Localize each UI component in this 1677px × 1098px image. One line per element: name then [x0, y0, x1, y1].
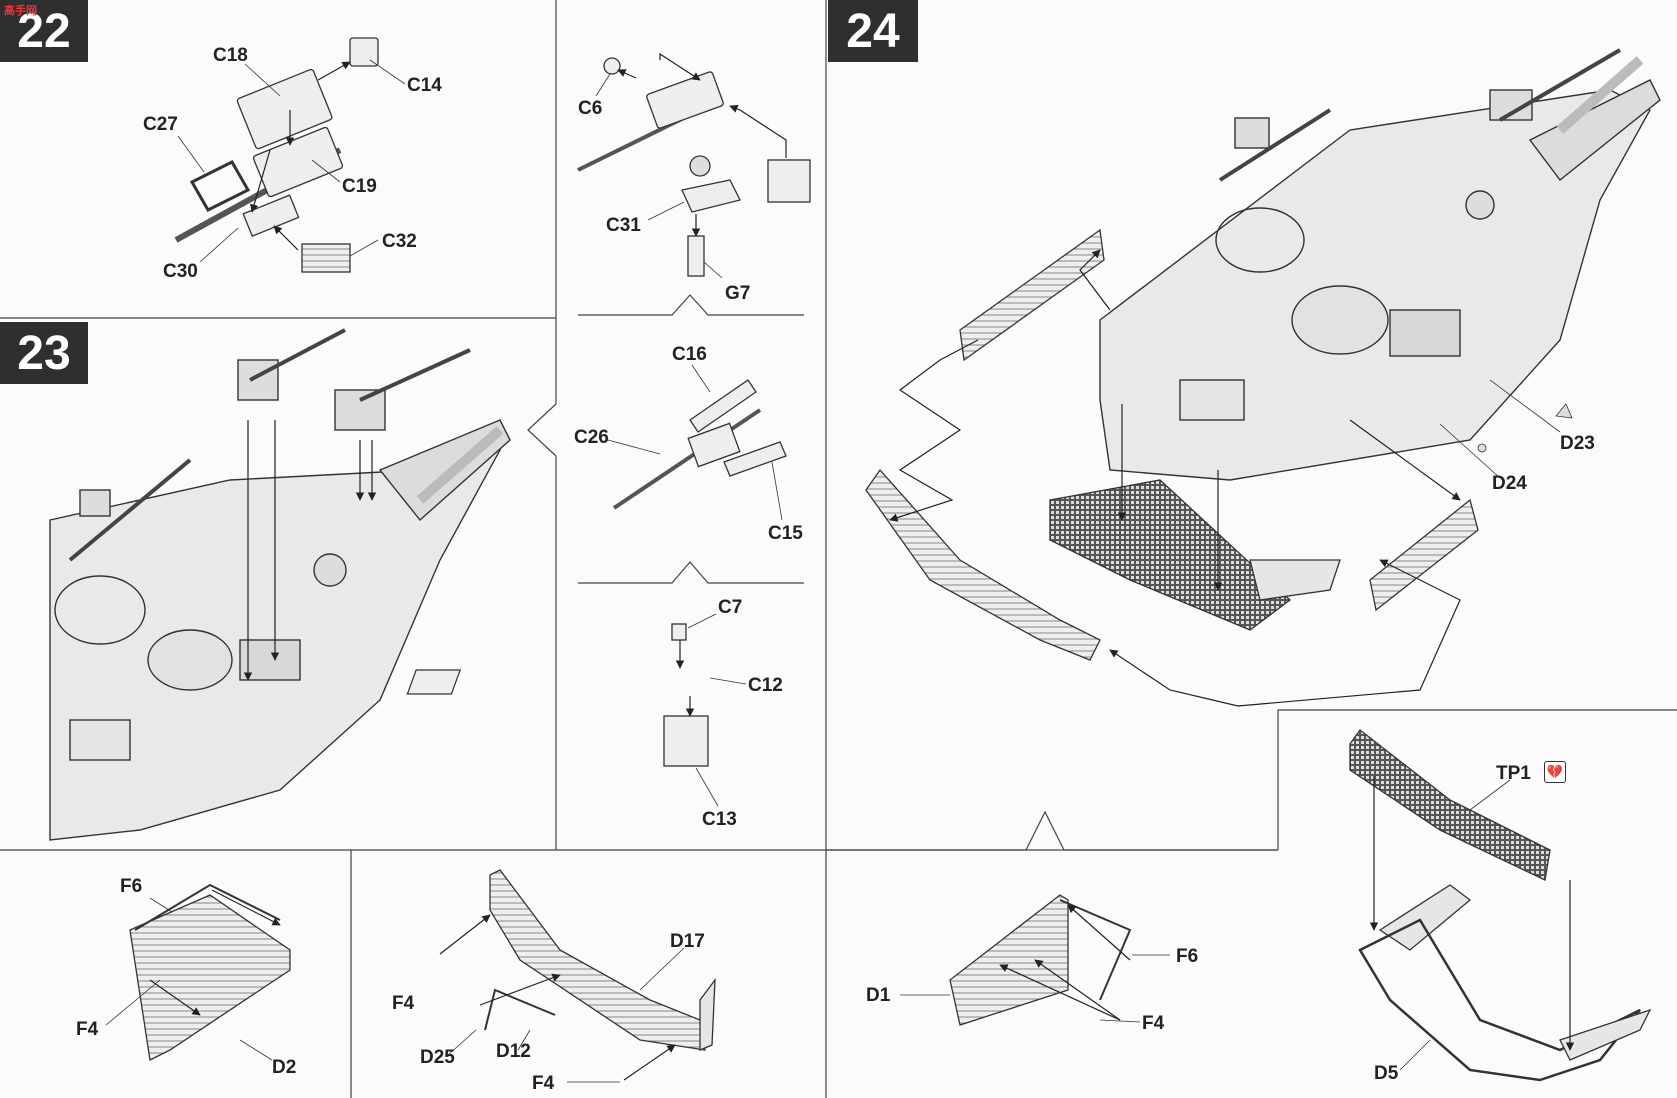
label-d17: D17 [670, 931, 705, 952]
part-c15 [723, 441, 787, 477]
label-d24: D24 [1492, 473, 1527, 494]
label-f6-b: F6 [1176, 946, 1199, 967]
label-d25: D25 [420, 1047, 455, 1068]
c7-arrows [675, 640, 695, 717]
label-f4-a: F4 [76, 1019, 99, 1040]
label-c31: C31 [606, 215, 641, 236]
part-d5 [1358, 918, 1641, 1082]
step-number-22: 22 [0, 0, 88, 62]
part-c12 [406, 669, 462, 695]
label-d1: D1 [866, 985, 891, 1006]
label-f6-a: F6 [120, 876, 143, 897]
part-c6 [603, 57, 621, 75]
part-c27 [189, 160, 251, 212]
part-d17 [489, 869, 706, 1051]
watermark-logo: 高手网 [4, 4, 37, 17]
label-c32: C32 [382, 231, 417, 252]
label-c18: C18 [213, 45, 248, 66]
part-tp1 [1349, 729, 1551, 881]
label-d5: D5 [1374, 1063, 1399, 1084]
c7-leaders [687, 613, 747, 807]
part-c16 [689, 379, 757, 433]
step23-turret [49, 328, 511, 841]
label-c6: C6 [578, 98, 603, 119]
side-screen-right [1369, 498, 1479, 612]
part-c31 [681, 179, 741, 213]
step-number-23: 23 [0, 322, 88, 384]
c7-assembly [406, 623, 709, 767]
part-g7 [687, 235, 705, 277]
side-screen-left [959, 228, 1105, 362]
gun-mount-23a [237, 359, 279, 401]
c16-assembly [612, 379, 787, 510]
ammo-box-c6 [767, 159, 811, 203]
label-f4-b: F4 [392, 993, 415, 1014]
label-c14: C14 [407, 75, 442, 96]
step24-turret [1099, 48, 1661, 481]
label-d2: D2 [272, 1057, 297, 1078]
rear-screen-d17 [865, 468, 1101, 661]
part-d2 [129, 894, 291, 1061]
part-c14 [349, 37, 379, 67]
c6-arrows [617, 52, 787, 237]
part-c7 [671, 623, 687, 641]
photo-etch-glyph: 💔 [1546, 764, 1564, 780]
d1-assembly [949, 894, 1132, 1026]
step24-arrows [889, 249, 1461, 707]
step-24-text: 24 [846, 4, 900, 58]
label-f4-c: F4 [532, 1073, 555, 1094]
part-d1 [949, 894, 1069, 1026]
part-c32 [301, 243, 351, 273]
label-c30: C30 [163, 261, 198, 282]
tp1-assembly [1349, 729, 1652, 1082]
step-number-24: 24 [828, 0, 918, 62]
label-c16: C16 [672, 344, 707, 365]
part-c18 [236, 68, 333, 150]
label-tp1: TP1 [1496, 763, 1531, 784]
label-c7: C7 [718, 597, 743, 618]
gun-mount-23b [334, 389, 386, 431]
label-c19: C19 [342, 176, 377, 197]
label-c13: C13 [702, 809, 737, 830]
label-c26: C26 [574, 427, 609, 448]
tp1-arrows [1369, 776, 1575, 1051]
step22-leaders [177, 59, 406, 263]
step24-leaders [1439, 379, 1573, 479]
c16-leaders [607, 364, 783, 521]
label-d12: D12 [496, 1041, 531, 1062]
photo-etch-icon: 💔 [1544, 761, 1566, 783]
label-c27: C27 [143, 114, 178, 135]
step23-arrows [243, 420, 377, 681]
label-f4-d: F4 [1142, 1013, 1165, 1034]
label-d23: D23 [1560, 433, 1595, 454]
label-c12: C12 [748, 675, 783, 696]
c6-assembly [577, 57, 811, 277]
step-23-text: 23 [17, 326, 71, 380]
rear-grille [1049, 479, 1292, 631]
label-c15: C15 [768, 523, 803, 544]
step22-arrows [250, 61, 351, 251]
d2-assembly [129, 883, 291, 1061]
part-c13 [663, 715, 709, 767]
label-g7: G7 [725, 283, 751, 304]
step-22-text: 22 [17, 4, 71, 58]
step24-screens [865, 228, 1479, 661]
d17-assembly [484, 869, 716, 1051]
step22-assembly [174, 37, 379, 273]
c6-leaders [595, 73, 723, 279]
